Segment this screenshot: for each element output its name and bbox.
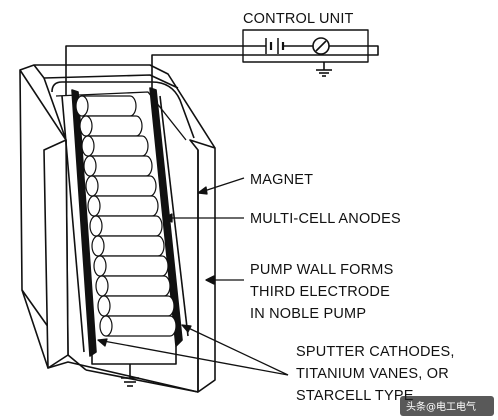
pump-wall-label-3: IN NOBLE PUMP — [250, 306, 366, 322]
anode-cell-11 — [97, 295, 175, 317]
anode-cell-7 — [89, 215, 163, 237]
cathodes-label-2: TITANIUM VANES, OR — [296, 366, 449, 382]
control-unit — [65, 29, 379, 96]
anode-cell-5 — [85, 175, 157, 197]
anode-cell-2 — [79, 115, 143, 137]
anode-cells — [75, 95, 177, 337]
anodes-label: MULTI-CELL ANODES — [250, 211, 401, 227]
watermark: 头条@电工电气 — [400, 396, 494, 416]
anode-cell-9 — [93, 255, 169, 277]
anode-cell-3 — [81, 135, 149, 157]
anode-cell-8 — [91, 235, 165, 257]
cathodes-label-1: SPUTTER CATHODES, — [296, 344, 455, 360]
anode-cell-10 — [95, 275, 171, 297]
leader-lines — [97, 177, 289, 376]
watermark-text: 头条@电工电气 — [406, 400, 476, 413]
pump-wall-label-1: PUMP WALL FORMS — [250, 262, 393, 278]
pump-wall-label-2: THIRD ELECTRODE — [250, 284, 390, 300]
anode-cell-12 — [99, 315, 177, 337]
cathodes-label-3: STARCELL TYPE — [296, 388, 414, 404]
anode-cell-1 — [75, 95, 137, 117]
left-cathode-plate — [71, 89, 97, 357]
anode-cell-6 — [87, 195, 159, 217]
pump-wall — [51, 81, 195, 139]
magnet-label: MAGNET — [250, 172, 313, 188]
anode-cell-4 — [83, 155, 153, 177]
pump-body — [19, 64, 216, 393]
control-unit-label: CONTROL UNIT — [243, 11, 354, 27]
